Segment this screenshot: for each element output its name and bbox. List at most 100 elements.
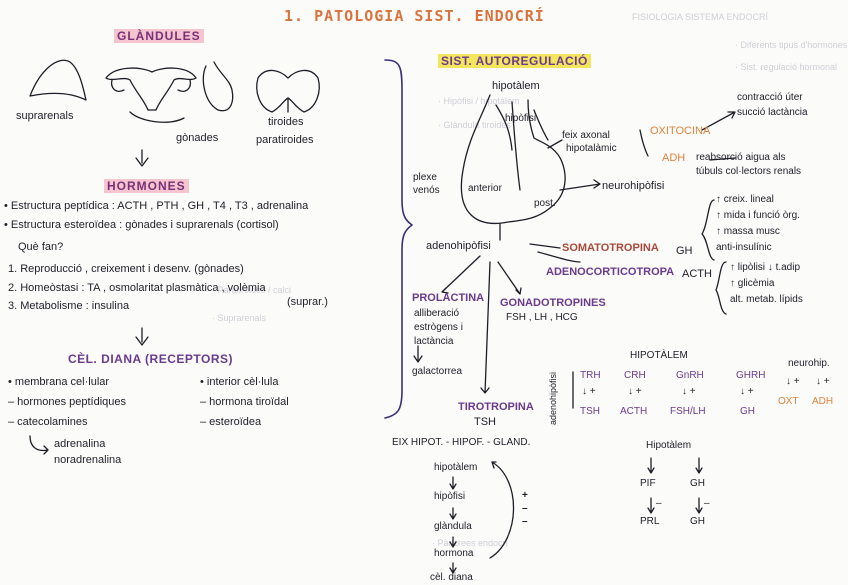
eix-hormona: hormona xyxy=(434,548,474,559)
label-adenocorticotropa: ADENOCORTICOTROPA xyxy=(546,266,675,278)
adh-arrow: ↓ + xyxy=(816,376,830,387)
label-galactorrea: galactorrea xyxy=(412,366,463,377)
brace xyxy=(384,59,413,419)
ghost-text-5: · Glàndula tiroides xyxy=(438,120,512,130)
pif-label: PIF xyxy=(640,478,656,489)
oxi-effect-2: succió lactància xyxy=(737,107,808,118)
cel-diana-right-2: – hormona tiroïdal xyxy=(200,396,289,408)
ghost-text-2: · Diferents tipus d'hormones xyxy=(735,40,848,50)
suprarenal-drawing xyxy=(29,59,87,101)
label-gonado-sub: FSH , LH , HCG xyxy=(506,312,578,323)
label-prolactina: PROLACTINA xyxy=(412,292,485,304)
gh-table-label: GH xyxy=(740,406,755,417)
hormones-question: Què fan? xyxy=(18,241,64,253)
eix-cel-diana: cèl. diana xyxy=(430,572,473,583)
pituitary-drawing xyxy=(460,94,566,224)
eix-hipofisi: hipòfisi xyxy=(434,491,466,502)
eix-header: EIX HIPOT. - HIPOF. - GLAND. xyxy=(392,437,531,448)
gh-effect-1: ↑ creix. lineal xyxy=(716,194,774,205)
label-anterior: anterior xyxy=(468,183,502,194)
pif-minus: – xyxy=(656,498,662,509)
gh-effect-4: anti-insulínic xyxy=(716,242,772,253)
label-gh: GH xyxy=(676,245,693,257)
label-plexe: plexe xyxy=(413,172,437,183)
gh-minus: – xyxy=(704,498,710,509)
thyroid-drawing xyxy=(256,69,320,113)
gnrh-arrow: ↓ + xyxy=(682,386,696,397)
cel-diana-right-1: • interior cèl·lula xyxy=(200,376,279,388)
hormones-header-text: HORMONES xyxy=(104,179,189,193)
function-1: 1. Reproducció , creixement i desenv. (g… xyxy=(8,263,244,275)
hipotalem-side-label: adenohipòfisi xyxy=(548,372,558,426)
page-title: 1. PATOLOGIA SIST. ENDOCRÍ xyxy=(284,7,545,25)
function-3: 3. Metabolisme : insulina xyxy=(8,300,130,312)
oxt-label: OXT xyxy=(778,396,799,407)
label-acth: ACTH xyxy=(682,268,712,280)
gh-effect-3: ↑ massa musc xyxy=(716,226,780,237)
prl-effect-1: alliberació xyxy=(414,308,460,319)
prl-effect-3: lactància xyxy=(414,336,454,347)
autoregulacio-header: SIST. AUTOREGULACIÓ xyxy=(438,54,591,68)
neuro-label: neurohip. xyxy=(788,358,830,369)
ghost-text-8: · Pàncrees endocrí xyxy=(432,538,509,548)
adh-effect-2: túbuls col·lectors renals xyxy=(696,166,802,177)
hormones-item-esteroidea: • Estructura esteroïdea : gònades i supr… xyxy=(4,219,279,231)
cel-diana-sub-2: noradrenalina xyxy=(54,454,122,466)
hormones-item-peptidica: • Estructura peptídica : ACTH , PTH , GH… xyxy=(4,200,309,212)
label-feix-2: hipotalàmic xyxy=(566,143,617,154)
ghost-text-7: · Suprarenals xyxy=(212,313,267,323)
label-tsh: TSH xyxy=(474,416,496,428)
eix-sign-3: – xyxy=(522,516,528,527)
label-gonades: gònades xyxy=(176,132,219,144)
glandules-header: GLÀNDULES xyxy=(114,29,204,43)
label-adh: ADH xyxy=(662,152,686,164)
gh-right-1: GH xyxy=(690,478,705,489)
label-venos: venós xyxy=(413,185,440,196)
function-2: 2. Homeòstasi : TA , osmolaritat plasmàt… xyxy=(8,282,266,294)
oxi-effect-1: contracció úter xyxy=(737,92,803,103)
acth-effect-3: alt. metab. lípids xyxy=(730,294,803,305)
ghost-text-4: · Hipòfisi / hipotàlem xyxy=(438,96,520,106)
label-hipotalem: hipotàlem xyxy=(492,80,540,92)
hormones-header: HORMONES xyxy=(104,179,189,193)
crh-label: CRH xyxy=(624,370,646,381)
acth-effect-2: ↑ glicèmia xyxy=(730,278,775,289)
prl-label: PRL xyxy=(640,516,660,527)
label-somatotropina: SOMATOTROPINA xyxy=(562,242,659,254)
label-hipofisi: hipòfisi xyxy=(505,113,537,124)
label-tirotropina: TIROTROPINA xyxy=(458,401,534,413)
trh-label: TRH xyxy=(580,370,601,381)
label-paratiroides: paratiroides xyxy=(256,134,314,146)
cel-diana-left-2: – hormones peptídiques xyxy=(8,396,127,408)
glandules-header-text: GLÀNDULES xyxy=(114,29,204,43)
fshlh-label: FSH/LH xyxy=(670,406,706,417)
cel-diana-right-3: – esteroïdea xyxy=(200,416,262,428)
gh-effect-2: ↑ mida i funció òrg. xyxy=(716,210,800,221)
label-feix: feix axonal xyxy=(562,130,610,141)
label-gonadotropines: GONADOTROPINES xyxy=(500,297,606,309)
acth-table-label: ACTH xyxy=(620,406,648,417)
cel-diana-sub-1: adrenalina xyxy=(54,438,106,450)
ghrh-arrow: ↓ + xyxy=(740,386,754,397)
prl-gh-header: Hipotàlem xyxy=(646,440,692,451)
eix-hipotalem: hipotàlem xyxy=(434,462,478,473)
gnrh-label: GnRH xyxy=(676,370,704,381)
adh-table-label: ADH xyxy=(812,396,834,407)
cel-diana-header: CÈL. DIANA (RECEPTORS) xyxy=(68,352,234,366)
label-post: post. xyxy=(534,198,556,209)
ghost-text-1: FISIOLOGIA SISTEMA ENDOCRÍ xyxy=(632,12,769,22)
crh-arrow: ↓ + xyxy=(628,386,642,397)
adh-effect-1: reabsorció aigua als xyxy=(696,152,786,163)
oxt-arrow: ↓ + xyxy=(786,376,800,387)
cel-diana-left-3: – catecolamines xyxy=(8,416,88,428)
eix-sign-1: + xyxy=(522,490,528,501)
ghost-text-3: · Sist. regulació hormonal xyxy=(735,62,838,72)
testis-drawing xyxy=(202,61,234,112)
prl-effect-2: estrògens i xyxy=(414,322,463,333)
eix-glandula: glàndula xyxy=(434,521,472,532)
eix-sign-2: – xyxy=(522,503,528,514)
label-neurohipofisi: neurohipòfisi xyxy=(602,180,665,192)
cel-diana-left-1: • membrana cel·lular xyxy=(8,376,110,388)
ghrh-label: GHRH xyxy=(736,370,766,381)
